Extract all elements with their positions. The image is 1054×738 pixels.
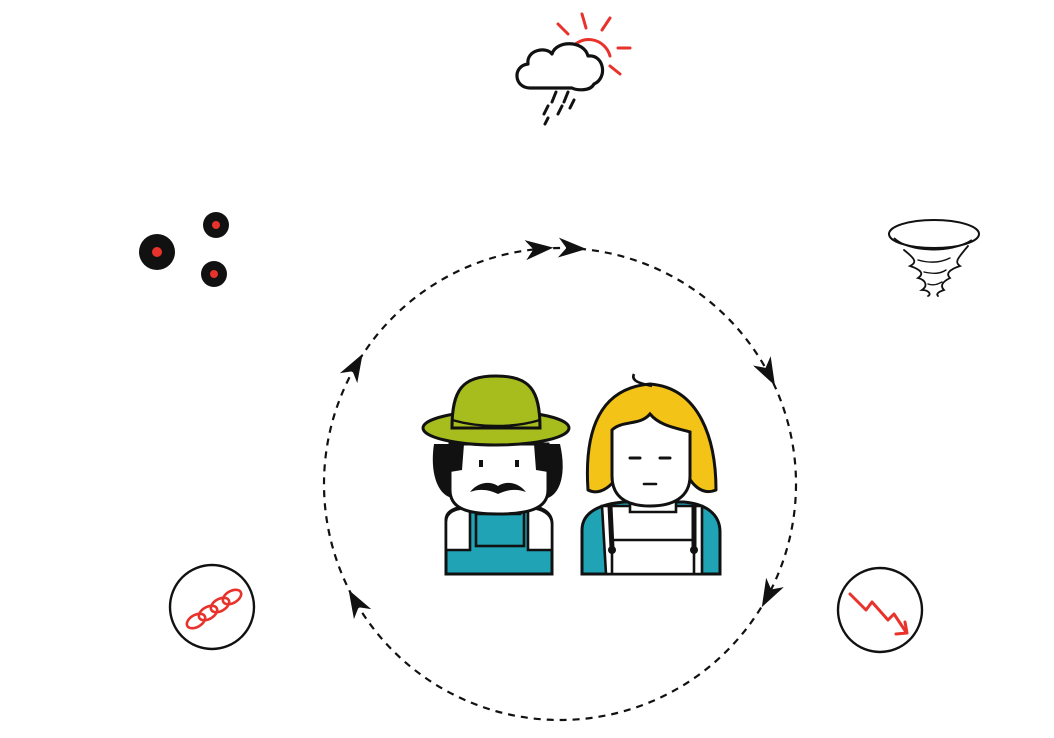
weather-rain-sun-icon: [517, 14, 630, 124]
cycle-arrow-1: [558, 238, 587, 259]
pest-spots-icon: [139, 212, 229, 287]
farmer-woman: [582, 374, 720, 574]
cycle-ring: [324, 248, 796, 720]
cycle-arrow-6: [525, 238, 555, 260]
farmer-man: [423, 376, 569, 574]
chain-link-icon: [170, 565, 254, 649]
cycle-arrow-5: [340, 349, 371, 383]
tornado-icon: [889, 220, 979, 296]
cycle-arrow-2: [753, 356, 784, 390]
decline-trend-icon: [838, 568, 922, 652]
cycle-arrow-4: [340, 585, 371, 619]
cycle-arrow-3: [753, 578, 784, 612]
